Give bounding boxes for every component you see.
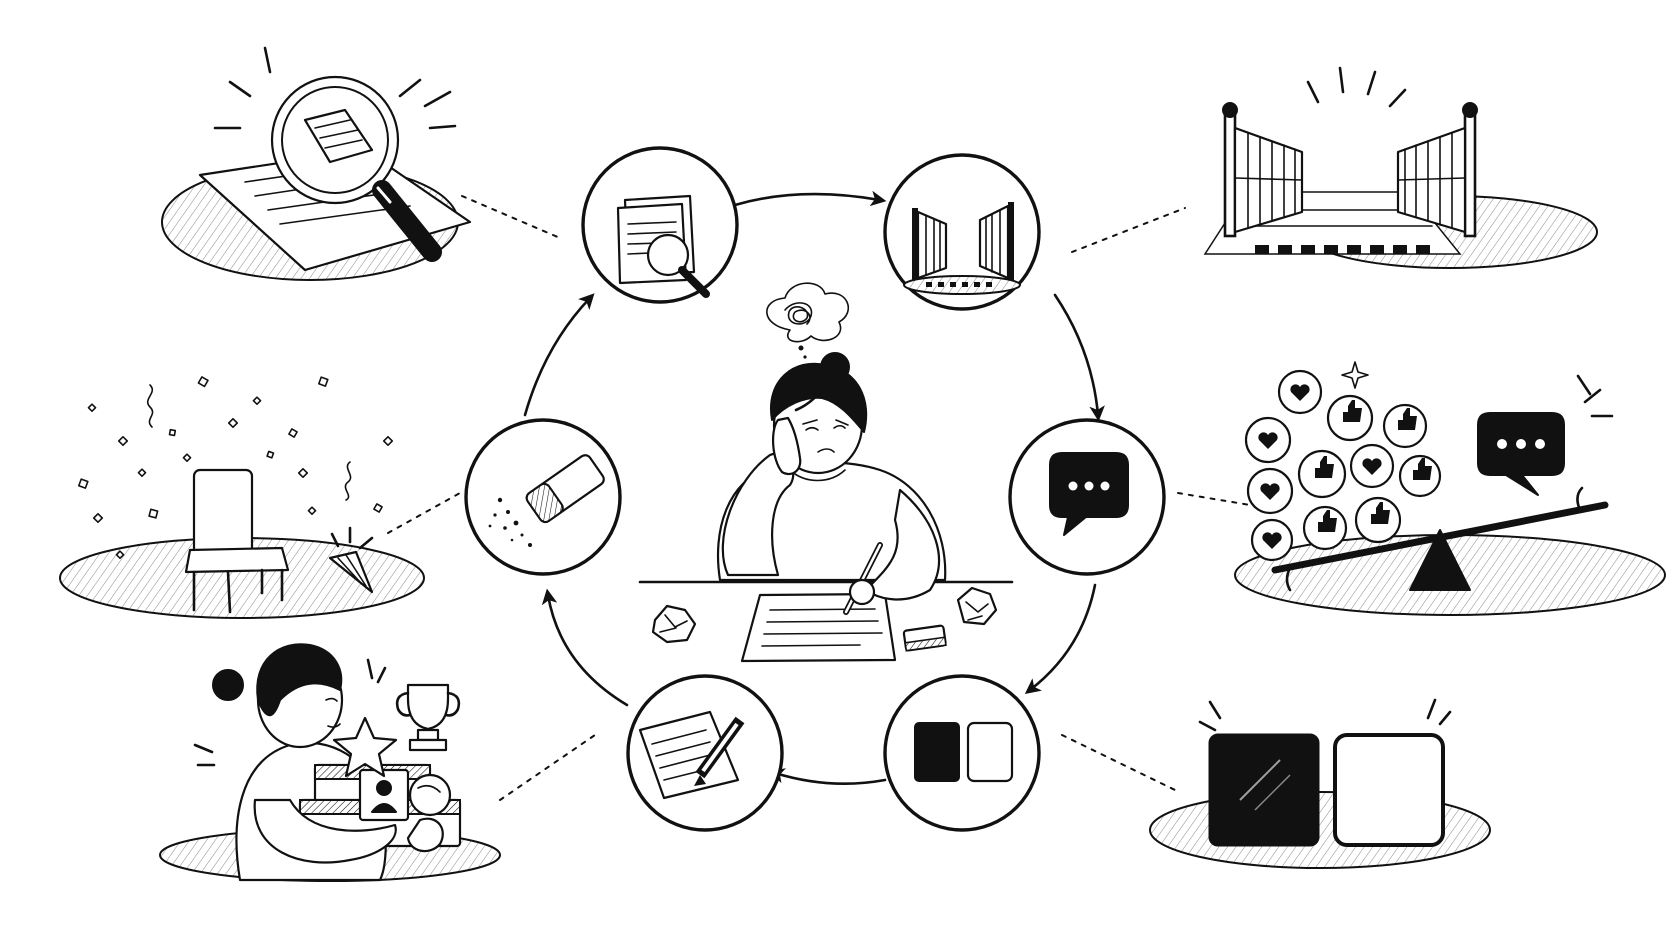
arrow-gate-to-feedback (1053, 293, 1105, 422)
cycle-node-open-gate (883, 153, 1041, 311)
woman-carrying-achievements-icon (159, 643, 501, 882)
arrow-contrast-to-write (768, 768, 887, 786)
connector-examine (461, 195, 561, 239)
empty-chair-confetti-icon (59, 376, 425, 619)
connector-contrast (1061, 734, 1176, 791)
dashed-connectors (387, 195, 1251, 801)
arrow-feedback-to-contrast (1024, 583, 1097, 694)
magnifying-glass-on-paper-icon (161, 46, 472, 281)
likes-vs-comment-seesaw-icon (1234, 361, 1666, 616)
black-white-squares-icon (914, 721, 1014, 783)
connector-gate (1071, 207, 1186, 253)
speech-bubble-icon (1049, 452, 1129, 536)
eraser-icon (488, 454, 605, 547)
arrow-examine-to-gate (733, 190, 887, 207)
cycle-node-contrast (883, 674, 1041, 832)
open-gates-crosswalk-icon (1203, 66, 1598, 269)
arrow-write-to-erase (541, 588, 629, 707)
magnifier-over-document-icon (616, 194, 710, 298)
open-gate-icon (903, 202, 1021, 295)
arrow-erase-to-examine (523, 293, 595, 417)
reaction-bubbles (1244, 369, 1442, 562)
cycle-node-write (626, 674, 784, 832)
cycle-node-examine (581, 146, 739, 304)
black-and-white-blocks-icon (1149, 698, 1491, 869)
connector-erase (387, 492, 461, 534)
stressed-writer-at-desk-icon (638, 282, 1014, 663)
confetti (78, 376, 394, 560)
connector-feedback (1177, 492, 1251, 506)
pencil-on-paper-icon (638, 710, 745, 800)
cycle-arrows (523, 190, 1105, 786)
cycle-node-erase (464, 418, 622, 576)
connector-write (499, 734, 596, 801)
cycle-node-feedback (1008, 418, 1166, 576)
